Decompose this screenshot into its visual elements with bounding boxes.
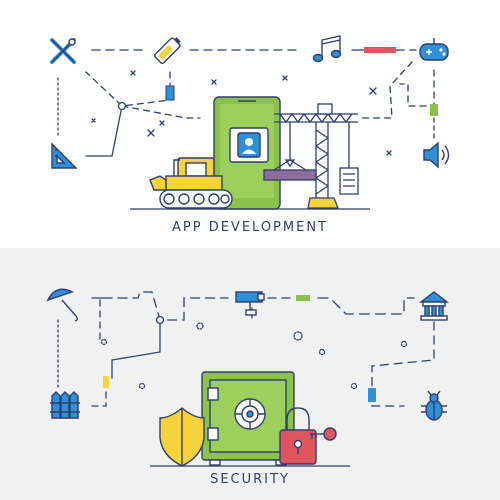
- security-title: SECURITY: [210, 472, 290, 487]
- yellow-accent-bar: [103, 376, 109, 388]
- app-development-panel: APP DEVELOPMENT: [0, 0, 500, 248]
- crane-icon: [274, 103, 359, 209]
- sparkle-mark: [400, 340, 408, 348]
- green-accent-bar: [296, 295, 310, 301]
- sparkle-mark: [318, 348, 326, 356]
- sparkle-mark: [100, 338, 108, 346]
- music-note-icon: [312, 35, 342, 63]
- bulldozer-icon: [149, 157, 233, 209]
- umbrella-icon: [46, 288, 78, 322]
- sparkle-mark: [130, 70, 136, 76]
- connector-node: [117, 101, 127, 111]
- sparkle-mark: [293, 331, 303, 341]
- shield-icon: [159, 407, 205, 467]
- gamepad-icon: [419, 38, 449, 61]
- connector-line: [399, 69, 435, 107]
- connector-line: [117, 291, 229, 321]
- sparkle-mark: [91, 118, 96, 123]
- sparkle-mark: [147, 129, 155, 137]
- sparkle-mark: [211, 79, 217, 85]
- security-panel: SECURITY: [0, 248, 500, 500]
- green-accent-bar: [430, 104, 438, 116]
- set-square-icon: [51, 142, 78, 169]
- padlock-icon: [279, 407, 317, 465]
- tools-icon: [50, 38, 76, 64]
- security-artwork: [46, 288, 450, 467]
- connector-node: [155, 315, 165, 325]
- connector-line: [91, 387, 107, 407]
- connector-line: [85, 71, 171, 107]
- sparkle-mark: [282, 75, 288, 81]
- connector-line: [111, 323, 161, 379]
- connector-line: [371, 321, 435, 407]
- sparkle-mark: [159, 120, 165, 126]
- blue-accent-bar: [368, 388, 376, 402]
- sparkle-mark: [386, 150, 392, 156]
- connector-line: [359, 61, 413, 119]
- bug-icon: [421, 390, 447, 421]
- smartphone-icon: [213, 96, 281, 210]
- cctv-camera-icon: [235, 291, 265, 316]
- fence-icon: [50, 391, 80, 419]
- battery-icon: [153, 37, 181, 65]
- app-development-artwork: [50, 35, 450, 210]
- sparkle-mark: [196, 322, 204, 330]
- blue-accent-bar: [165, 85, 175, 101]
- steel-beam: [263, 169, 317, 181]
- safe-icon: [201, 371, 295, 466]
- speaker-icon: [423, 141, 450, 169]
- sparkle-mark: [350, 382, 358, 390]
- bank-icon: [418, 291, 450, 321]
- red-accent-bar: [364, 47, 396, 53]
- app-development-title: APP DEVELOPMENT: [172, 220, 328, 235]
- user-icon: [237, 132, 261, 158]
- connector-line: [85, 105, 123, 157]
- connector-line: [317, 297, 415, 315]
- connector-line: [121, 105, 201, 119]
- sparkle-mark: [138, 382, 146, 390]
- key-icon: [310, 427, 337, 441]
- sparkle-mark: [369, 87, 377, 95]
